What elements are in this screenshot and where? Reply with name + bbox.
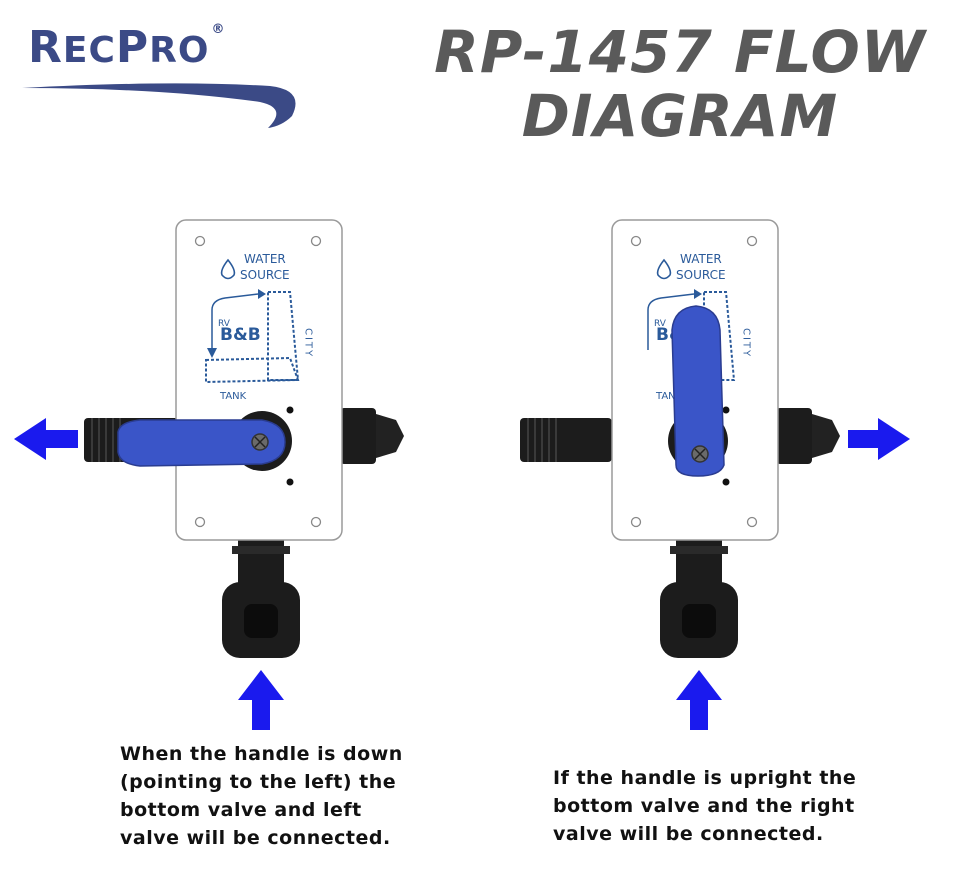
left-faceplate: WATER SOURCE RV B&B CITY TANK: [175, 219, 343, 541]
right-caption-line-2: bottom valve and the right: [553, 795, 855, 817]
logo-swoosh-icon: [22, 83, 296, 128]
right-caption-line-3: valve will be connected.: [553, 823, 824, 845]
left-valve-assembly: WATER SOURCE RV B&B CITY TANK: [14, 219, 404, 730]
logo-letter-r: R: [28, 22, 63, 73]
right-capped-fitting: [340, 408, 404, 464]
logo-letter-p: P: [115, 22, 150, 73]
right-outlet-arrow-icon: [848, 418, 910, 460]
tank-label: TANK: [219, 391, 247, 402]
water-drop-icon: [220, 258, 236, 280]
logo-registered-mark: ®: [211, 22, 226, 37]
water-label: WATER: [680, 252, 722, 266]
logo-letters-ro: RO: [149, 30, 210, 71]
title-line-2: DIAGRAM: [521, 82, 839, 150]
right-caption-line-1: If the handle is upright the: [553, 767, 857, 789]
left-threaded-fitting: [520, 418, 612, 462]
left-outlet-arrow-icon: [14, 418, 78, 460]
source-label: SOURCE: [240, 268, 290, 282]
water-drop-icon: [656, 258, 672, 280]
city-label: CITY: [303, 328, 314, 358]
right-caption: If the handle is upright the bottom valv…: [553, 764, 856, 848]
left-caption-line-2: (pointing to the left) the: [120, 771, 397, 793]
left-caption-line-4: valve will be connected.: [120, 827, 391, 849]
right-valve-handle: [671, 305, 725, 477]
logo-letters-ec: EC: [62, 30, 116, 71]
bottom-inlet-fitting: [660, 540, 738, 658]
source-label: SOURCE: [676, 268, 726, 282]
right-inlet-arrow-icon: [676, 670, 722, 730]
water-label: WATER: [244, 252, 286, 266]
left-caption-line-1: When the handle is down: [120, 743, 403, 765]
city-label: CITY: [741, 328, 752, 358]
rv-label: RV: [218, 319, 231, 329]
page-title: RP-1457 FLOW DIAGRAM: [420, 20, 940, 148]
right-valve-assembly: WATER SOURCE RV B&B CITY TANK: [520, 219, 910, 730]
rv-label: RV: [654, 319, 667, 329]
tank-label: TANK: [655, 391, 683, 402]
logo-wordmark: RECPRO®: [28, 22, 225, 73]
title-line-1: RP-1457 FLOW: [434, 18, 926, 86]
bottom-inlet-fitting: [222, 540, 300, 658]
left-caption-line-3: bottom valve and left: [120, 799, 362, 821]
brand-label: B&B: [220, 325, 261, 345]
left-caption: When the handle is down (pointing to the…: [120, 740, 403, 852]
right-capped-fitting: [776, 408, 840, 464]
left-inlet-arrow-icon: [238, 670, 284, 730]
recpro-logo: RECPRO®: [20, 18, 320, 128]
left-valve-handle: [117, 419, 286, 467]
